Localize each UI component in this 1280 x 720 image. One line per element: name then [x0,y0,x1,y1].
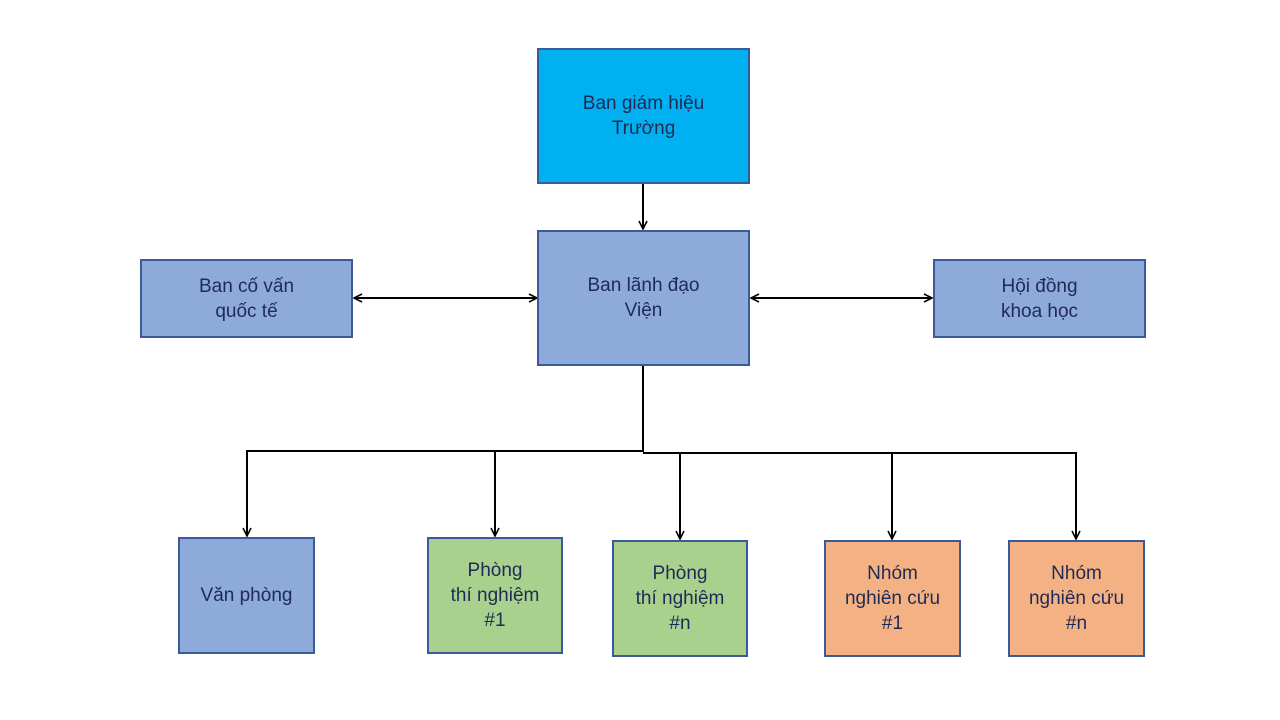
node-label-line: #1 [484,610,506,631]
node-label-line: quốc tế [215,300,278,322]
node-label-line: khoa học [1000,300,1079,322]
node-label-line: thí nghiệm [450,585,540,606]
node-label-line: #1 [881,613,904,634]
node-hoi-dong: Hội đồng khoa học [933,259,1146,338]
node-label: Ban cố vấn quốc tế [199,274,294,324]
node-label-line: Văn phòng [200,585,293,606]
node-label-line: Nhóm [867,563,918,584]
node-phong-tn-1: Phòng thí nghiệm #1 [427,537,563,654]
node-label-line: #n [1065,613,1088,634]
node-label-line: Ban giám hiệu [582,93,705,114]
node-label-line: Phòng [652,563,708,584]
node-van-phong: Văn phòng [178,537,315,654]
node-label: Phòng thí nghiệm #n [636,561,725,636]
node-label: Nhóm nghiên cứu #1 [845,561,940,636]
node-label-line: Trường [611,118,676,139]
node-label: Nhóm nghiên cứu #n [1029,561,1124,636]
node-label-line: Phòng [467,560,523,581]
node-label-line: nghiên cứu [844,588,941,609]
node-label-line: Viện [624,300,663,321]
node-label-line: Nhóm [1051,563,1102,584]
node-label-line: #n [669,613,691,634]
node-label-line: thí nghiệm [635,588,725,609]
node-phong-tn-n: Phòng thí nghiệm #n [612,540,748,657]
node-label: Văn phòng [201,583,293,608]
node-label-line: nghiên cứu [1028,588,1125,609]
node-label-line: Hội đồng [1001,275,1078,297]
node-label-line: Ban lãnh đạo [587,275,700,296]
node-nhom-nc-1: Nhóm nghiên cứu #1 [824,540,961,657]
node-ban-co-van: Ban cố vấn quốc tế [140,259,353,338]
node-label: Hội đồng khoa học [1001,274,1078,324]
node-label: Phòng thí nghiệm #1 [451,558,540,633]
node-label-line: Ban cố vấn [198,275,295,297]
node-nhom-nc-n: Nhóm nghiên cứu #n [1008,540,1145,657]
